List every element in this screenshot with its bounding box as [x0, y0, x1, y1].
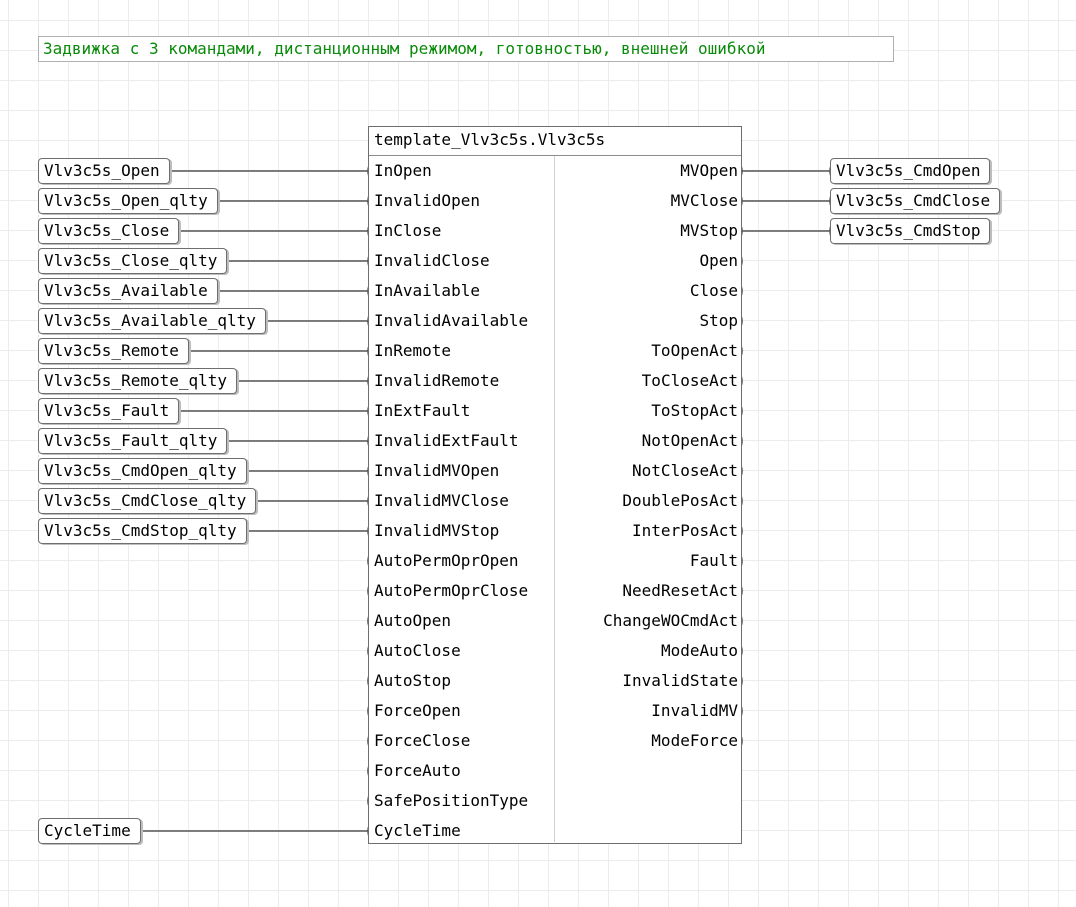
output-variable-vlv3c5s-cmd-close[interactable]: Vlv3c5s_CmdClose	[830, 188, 1000, 214]
input-pin-cycle-time[interactable]: CycleTime	[374, 821, 461, 840]
output-pin-to-close-act[interactable]: ToCloseAct	[641, 371, 738, 390]
input-variable-vlv3c5s-cmd-open-qlty[interactable]: Vlv3c5s_CmdOpen_qlty	[38, 458, 247, 484]
input-pin-safe-position-type[interactable]: SafePositionType	[374, 791, 529, 810]
output-pin-invalid-state[interactable]: InvalidState	[622, 671, 738, 690]
function-block[interactable]	[368, 126, 742, 844]
input-pin-in-open[interactable]: InOpen	[374, 161, 432, 180]
input-pin-force-open[interactable]: ForceOpen	[374, 701, 461, 720]
output-pin-mode-auto[interactable]: ModeAuto	[660, 641, 738, 660]
input-pin-invalid-ext-fault[interactable]: InvalidExtFault	[374, 431, 519, 450]
block-header-divider	[369, 155, 741, 156]
input-pin-invalid-mvopen[interactable]: InvalidMVOpen	[374, 461, 500, 480]
output-pin-double-pos-act[interactable]: DoublePosAct	[622, 491, 738, 510]
input-variable-vlv3c5s-open[interactable]: Vlv3c5s_Open	[38, 158, 170, 184]
input-pin-in-ext-fault[interactable]: InExtFault	[374, 401, 471, 420]
output-pin-need-reset-act[interactable]: NeedResetAct	[622, 581, 738, 600]
output-variable-vlv3c5s-cmd-open[interactable]: Vlv3c5s_CmdOpen	[830, 158, 990, 184]
input-variable-vlv3c5s-close-qlty[interactable]: Vlv3c5s_Close_qlty	[38, 248, 227, 274]
output-pin-mvstop[interactable]: MVStop	[680, 221, 738, 240]
output-pin-not-open-act[interactable]: NotOpenAct	[641, 431, 738, 450]
output-pin-fault[interactable]: Fault	[689, 551, 738, 570]
input-variable-vlv3c5s-fault-qlty[interactable]: Vlv3c5s_Fault_qlty	[38, 428, 227, 454]
input-pin-in-remote[interactable]: InRemote	[374, 341, 452, 360]
input-pin-auto-stop[interactable]: AutoStop	[374, 671, 452, 690]
function-block-title: template_Vlv3c5s.Vlv3c5s	[374, 130, 606, 149]
output-pin-open[interactable]: Open	[699, 251, 738, 270]
input-variable-vlv3c5s-available[interactable]: Vlv3c5s_Available	[38, 278, 218, 304]
input-pin-invalid-available[interactable]: InvalidAvailable	[374, 311, 529, 330]
input-variable-cycle-time[interactable]: CycleTime	[38, 818, 141, 844]
output-pin-mvclose[interactable]: MVClose	[670, 191, 738, 210]
input-variable-vlv3c5s-remote-qlty[interactable]: Vlv3c5s_Remote_qlty	[38, 368, 237, 394]
input-pin-force-close[interactable]: ForceClose	[374, 731, 471, 750]
input-pin-force-auto[interactable]: ForceAuto	[374, 761, 461, 780]
input-pin-auto-perm-opr-close[interactable]: AutoPermOprClose	[374, 581, 529, 600]
diagram-comment[interactable]: Задвижка с 3 командами, дистанционным ре…	[38, 36, 894, 62]
input-pin-auto-close[interactable]: AutoClose	[374, 641, 461, 660]
output-pin-invalid-mv[interactable]: InvalidMV	[651, 701, 738, 720]
output-pin-to-open-act[interactable]: ToOpenAct	[651, 341, 738, 360]
input-pin-invalid-close[interactable]: InvalidClose	[374, 251, 490, 270]
output-pin-mode-force[interactable]: ModeForce	[651, 731, 738, 750]
output-pin-not-close-act[interactable]: NotCloseAct	[632, 461, 738, 480]
input-variable-vlv3c5s-available-qlty[interactable]: Vlv3c5s_Available_qlty	[38, 308, 266, 334]
input-variable-vlv3c5s-cmd-close-qlty[interactable]: Vlv3c5s_CmdClose_qlty	[38, 488, 256, 514]
output-pin-change-wocmd-act[interactable]: ChangeWOCmdAct	[603, 611, 738, 630]
block-column-divider	[554, 156, 555, 842]
input-pin-invalid-open[interactable]: InvalidOpen	[374, 191, 480, 210]
input-pin-invalid-remote[interactable]: InvalidRemote	[374, 371, 500, 390]
input-pin-invalid-mvclose[interactable]: InvalidMVClose	[374, 491, 509, 510]
input-variable-vlv3c5s-close[interactable]: Vlv3c5s_Close	[38, 218, 179, 244]
output-pin-to-stop-act[interactable]: ToStopAct	[651, 401, 738, 420]
output-pin-inter-pos-act[interactable]: InterPosAct	[632, 521, 738, 540]
output-pin-stop[interactable]: Stop	[699, 311, 738, 330]
input-variable-vlv3c5s-open-qlty[interactable]: Vlv3c5s_Open_qlty	[38, 188, 218, 214]
input-variable-vlv3c5s-fault[interactable]: Vlv3c5s_Fault	[38, 398, 179, 424]
input-variable-vlv3c5s-cmd-stop-qlty[interactable]: Vlv3c5s_CmdStop_qlty	[38, 518, 247, 544]
output-pin-mvopen[interactable]: MVOpen	[680, 161, 738, 180]
input-pin-invalid-mvstop[interactable]: InvalidMVStop	[374, 521, 500, 540]
input-variable-vlv3c5s-remote[interactable]: Vlv3c5s_Remote	[38, 338, 189, 364]
output-variable-vlv3c5s-cmd-stop[interactable]: Vlv3c5s_CmdStop	[830, 218, 990, 244]
output-pin-close[interactable]: Close	[689, 281, 738, 300]
input-pin-in-close[interactable]: InClose	[374, 221, 442, 240]
input-pin-auto-perm-opr-open[interactable]: AutoPermOprOpen	[374, 551, 519, 570]
input-pin-auto-open[interactable]: AutoOpen	[374, 611, 452, 630]
input-pin-in-available[interactable]: InAvailable	[374, 281, 480, 300]
